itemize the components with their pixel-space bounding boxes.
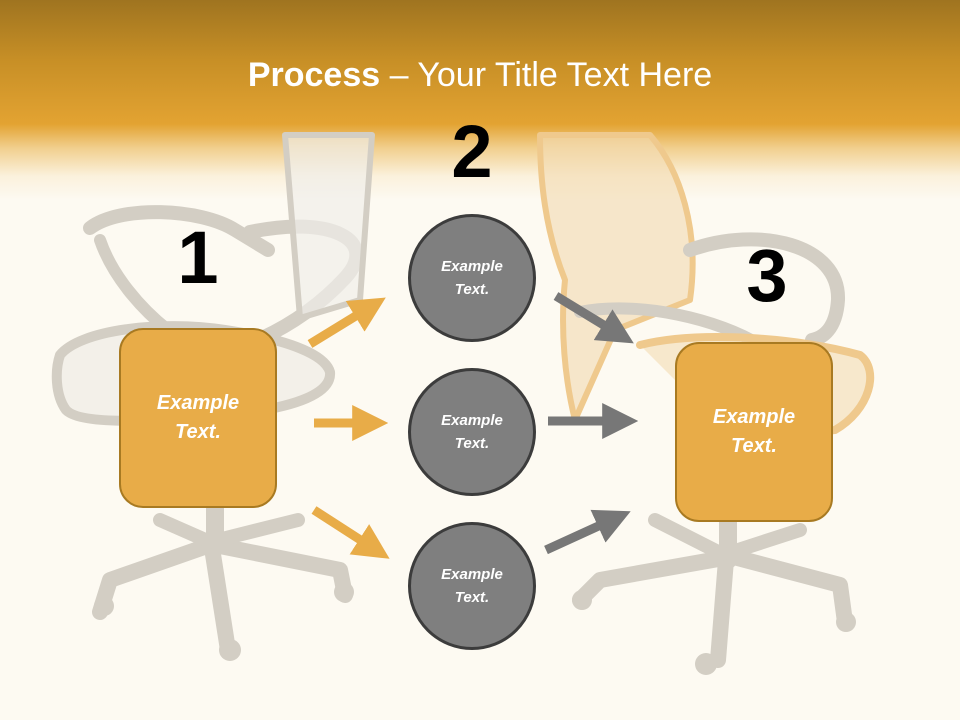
arrow-top-to-right (553, 292, 634, 344)
process-circle-top: Example Text. (408, 214, 536, 342)
right-box-text: Example Text. (712, 406, 796, 457)
step-number-3: 3 (746, 234, 788, 317)
circle-middle-text: Example Text. (441, 412, 503, 452)
left-box-text: Example Text. (156, 392, 240, 443)
process-circle-middle: Example Text. (408, 368, 536, 496)
header-gradient (0, 0, 960, 200)
right-process-box: Example Text. (675, 342, 833, 522)
arrow-bottom-to-right (544, 509, 631, 555)
step-number-2: 2 (451, 110, 493, 193)
arrow-left-to-bottom (311, 506, 390, 559)
title-rest: – Your Title Text Here (380, 56, 713, 94)
left-process-box: Example Text. (119, 328, 277, 508)
circle-top-text: Example Text. (441, 258, 503, 298)
circle-bottom-text: Example Text. (441, 566, 503, 606)
page-title: Process – Your Title Text Here (0, 54, 960, 96)
process-circle-bottom: Example Text. (408, 522, 536, 650)
step-number-1: 1 (177, 216, 219, 299)
title-bold: Process (247, 56, 381, 94)
arrow-left-to-top (307, 297, 386, 348)
